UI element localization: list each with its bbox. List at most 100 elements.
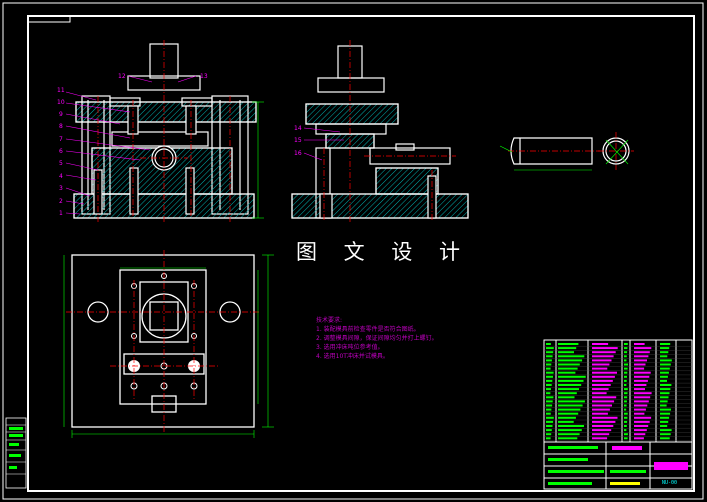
parts-list-cell-mark <box>592 347 618 350</box>
parts-list-cell-mark <box>592 429 612 432</box>
parts-list-cell-mark <box>592 433 610 436</box>
side-stamp <box>5 417 27 489</box>
parts-list-cell-mark <box>660 437 670 440</box>
parts-list-cell-mark <box>546 396 554 399</box>
balloon-label: 6 <box>59 148 63 155</box>
parts-list-cell-mark <box>592 367 608 370</box>
parts-list-cell-mark <box>592 396 617 399</box>
balloon-label: 4 <box>59 173 63 180</box>
parts-list-cell-mark <box>592 343 609 345</box>
parts-list-cell-mark <box>634 396 651 399</box>
parts-list-cell-mark <box>592 363 610 366</box>
parts-list-cell-mark <box>660 384 672 386</box>
parts-list-cell-mark <box>660 425 668 427</box>
note-line: 2. 调整模具间隙，保证间隙均匀并打上螺钉。 <box>316 335 438 342</box>
parts-list-cell-mark <box>660 359 672 362</box>
parts-list-cell-mark <box>558 367 578 370</box>
parts-list-cell-mark <box>634 425 649 427</box>
balloon-label: 16 <box>294 150 302 157</box>
parts-list-cell-mark <box>634 343 645 345</box>
parts-list-cell-mark <box>634 437 644 440</box>
parts-list-entries <box>544 343 692 441</box>
parts-list-cell-mark <box>558 363 580 366</box>
parts-list-cell-mark <box>558 400 585 403</box>
parts-list-cell-mark <box>660 420 669 423</box>
parts-list-cell-mark <box>558 396 575 399</box>
parts-list-cell-mark <box>634 429 647 432</box>
parts-list-cell-mark <box>624 412 628 415</box>
parts-list-cell-mark <box>546 371 554 374</box>
parts-list-cell-mark <box>558 347 577 350</box>
parts-list-cell-mark <box>546 375 553 378</box>
parts-list-cell-mark <box>634 408 646 411</box>
side-centerlines <box>323 40 456 222</box>
parts-list-cell-mark <box>634 388 645 391</box>
parts-list-cell-mark <box>624 408 627 411</box>
drawing-title: 图 文 设 计 <box>296 240 471 264</box>
parts-list-cell-mark <box>660 400 668 403</box>
parts-list-cell-mark <box>660 388 671 391</box>
parts-list-cell-mark <box>660 416 670 419</box>
parts-list-cell-mark <box>634 347 652 350</box>
parts-list-cell-mark <box>624 433 628 436</box>
parts-list-cell-mark <box>634 359 647 362</box>
balloon-label: 11 <box>57 87 65 94</box>
parts-list-cell-mark <box>592 420 616 423</box>
balloon-label: 13 <box>200 73 208 80</box>
parts-list-cell-mark <box>660 355 668 358</box>
parts-list-cell-mark <box>592 400 615 403</box>
parts-list-cell-mark <box>624 367 628 370</box>
parts-list-cell-mark <box>624 384 627 386</box>
parts-list-cell-mark <box>558 392 577 395</box>
parts-list-cell-mark <box>558 388 579 391</box>
plan-view <box>71 254 255 428</box>
corner-tab <box>27 15 71 23</box>
parts-list-cell-mark <box>592 351 616 354</box>
balloon-label: 10 <box>57 99 65 106</box>
parts-list-cell-mark <box>558 416 576 419</box>
parts-list-cell-mark <box>660 347 670 350</box>
notes-heading: 技术要求: <box>316 317 343 324</box>
front-section-view <box>73 43 257 219</box>
parts-list-cell-mark <box>592 359 612 362</box>
parts-list-cell-mark <box>624 425 627 427</box>
parts-list-cell-mark <box>546 363 552 366</box>
parts-list-cell-mark <box>660 412 671 415</box>
drawing-number: NU-00 <box>662 480 678 486</box>
parts-list-cell-mark <box>558 355 585 358</box>
parts-list-cell-mark <box>546 429 552 432</box>
parts-list-cell-mark <box>546 400 553 403</box>
parts-list-cell-mark <box>660 363 671 366</box>
plan-dimensions <box>63 254 274 438</box>
parts-list-cell-mark <box>624 388 628 391</box>
parts-list-cell-mark <box>634 351 650 354</box>
parts-list-cell-mark <box>634 375 650 378</box>
parts-list-cell-mark <box>592 408 610 411</box>
parts-list-cell-mark <box>558 379 584 382</box>
parts-list-cell-mark <box>624 379 627 382</box>
parts-list-cell-mark <box>624 343 628 345</box>
parts-list-cell-mark <box>634 379 648 382</box>
parts-list-cell-mark <box>634 404 648 407</box>
parts-list-cell-mark <box>634 371 651 374</box>
parts-list-cell-mark <box>546 425 553 427</box>
balloon-label: 7 <box>59 136 63 143</box>
parts-list-cell-mark <box>634 392 652 395</box>
parts-list-cell-mark <box>634 412 645 415</box>
parts-list-cell-mark <box>558 375 586 378</box>
parts-list-cell-mark <box>558 343 579 345</box>
parts-list-cell-mark <box>592 371 617 374</box>
parts-list-cell-mark <box>546 379 553 382</box>
parts-list-cell-mark <box>624 347 628 350</box>
part-detail-dims <box>499 139 629 171</box>
parts-list-cell-mark <box>624 371 628 374</box>
front-balloons: 11 10 9 8 7 6 5 4 3 2 1 12 13 <box>57 73 208 217</box>
parts-list-cell-mark <box>624 392 628 395</box>
parts-list-cell-mark <box>592 379 613 382</box>
parts-list-cell-mark <box>546 392 551 395</box>
parts-list-cell-mark <box>660 408 671 411</box>
parts-list-cell-mark <box>660 367 670 370</box>
parts-list-cell-mark <box>634 416 652 419</box>
